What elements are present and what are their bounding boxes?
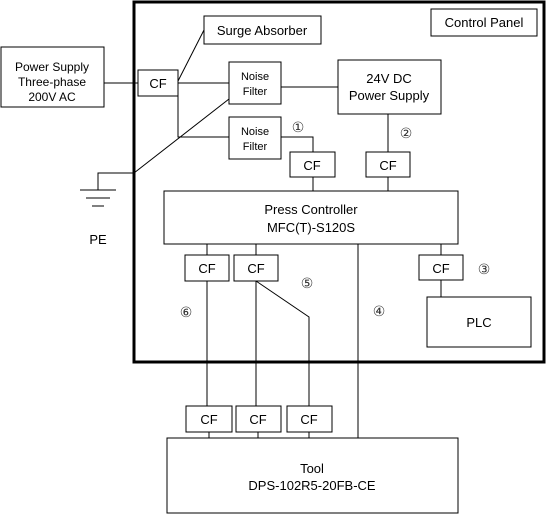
wire-cable-5b — [255, 280, 310, 406]
tool-line2: DPS-102R5-20FB-CE — [248, 478, 375, 493]
cf-input — [137, 69, 179, 97]
dc-power-supply-line2: Power Supply — [349, 88, 430, 103]
cf-bottom-1 — [185, 405, 233, 433]
control-panel-title-box — [430, 8, 538, 37]
wire-cf-to-surge-absorber — [176, 29, 205, 84]
marker-4: ④ — [373, 304, 386, 320]
noise-filter-top-box — [228, 61, 282, 105]
tool-box — [166, 437, 459, 514]
marker-6: ⑥ — [180, 305, 193, 321]
wire-ground-to-noise-filter — [133, 98, 230, 174]
ground-symbol — [80, 189, 116, 207]
surge-absorber-label: Surge Absorber — [217, 23, 308, 38]
power-supply-box — [0, 46, 105, 108]
control-panel-frame — [132, 0, 546, 364]
tool-line1: Tool — [300, 461, 324, 476]
dc-power-supply-line1: 24V DC — [366, 71, 412, 86]
plc-box — [426, 296, 532, 348]
plc-label: PLC — [466, 315, 491, 330]
dc-power-supply-box — [337, 59, 442, 115]
cf-3-label: CF — [432, 261, 449, 276]
noise-filter-bottom-line2: Filter — [243, 141, 268, 153]
marker-5: ⑤ — [301, 276, 314, 292]
marker-1: ① — [292, 120, 305, 136]
power-supply-line3: 200V AC — [28, 90, 76, 104]
cf-6 — [184, 254, 230, 282]
noise-filter-bottom-line1: Noise — [241, 126, 269, 138]
wire-cf-to-noise-filter-bottom — [177, 95, 229, 138]
cf-bottom-2 — [235, 405, 282, 433]
wires — [97, 29, 442, 438]
marker-3: ③ — [478, 262, 491, 278]
noise-filter-top-line2: Filter — [243, 86, 268, 98]
cf-bottom-3 — [286, 405, 333, 433]
cf-1-label: CF — [303, 158, 320, 173]
control-panel-title: Control Panel — [445, 15, 524, 30]
surge-absorber-box — [203, 15, 322, 45]
cf-2-label: CF — [379, 158, 396, 173]
cf-1 — [289, 151, 336, 178]
ground-label: PE — [89, 232, 107, 247]
cf-2 — [365, 151, 411, 178]
noise-filter-bottom-box — [228, 116, 282, 160]
power-supply-line2: Three-phase — [18, 75, 86, 89]
cf-5 — [233, 254, 279, 282]
wire-noise-filter-to-cf1 — [281, 136, 314, 152]
cf-3 — [418, 254, 464, 281]
wire-pe-ground — [97, 172, 134, 190]
noise-filter-top-line1: Noise — [241, 71, 269, 83]
marker-2: ② — [400, 126, 413, 142]
cf-bottom-3-label: CF — [300, 412, 317, 427]
press-controller-line2: MFC(T)-S120S — [267, 220, 355, 235]
cf-5-label: CF — [247, 261, 264, 276]
power-supply-line1: Power Supply — [15, 60, 89, 74]
cf-bottom-2-label: CF — [249, 412, 266, 427]
press-controller-box — [163, 190, 459, 245]
press-controller-line1: Press Controller — [264, 202, 358, 217]
cf-bottom-1-label: CF — [200, 412, 217, 427]
cf-input-label: CF — [149, 76, 166, 91]
cf-6-label: CF — [198, 261, 215, 276]
